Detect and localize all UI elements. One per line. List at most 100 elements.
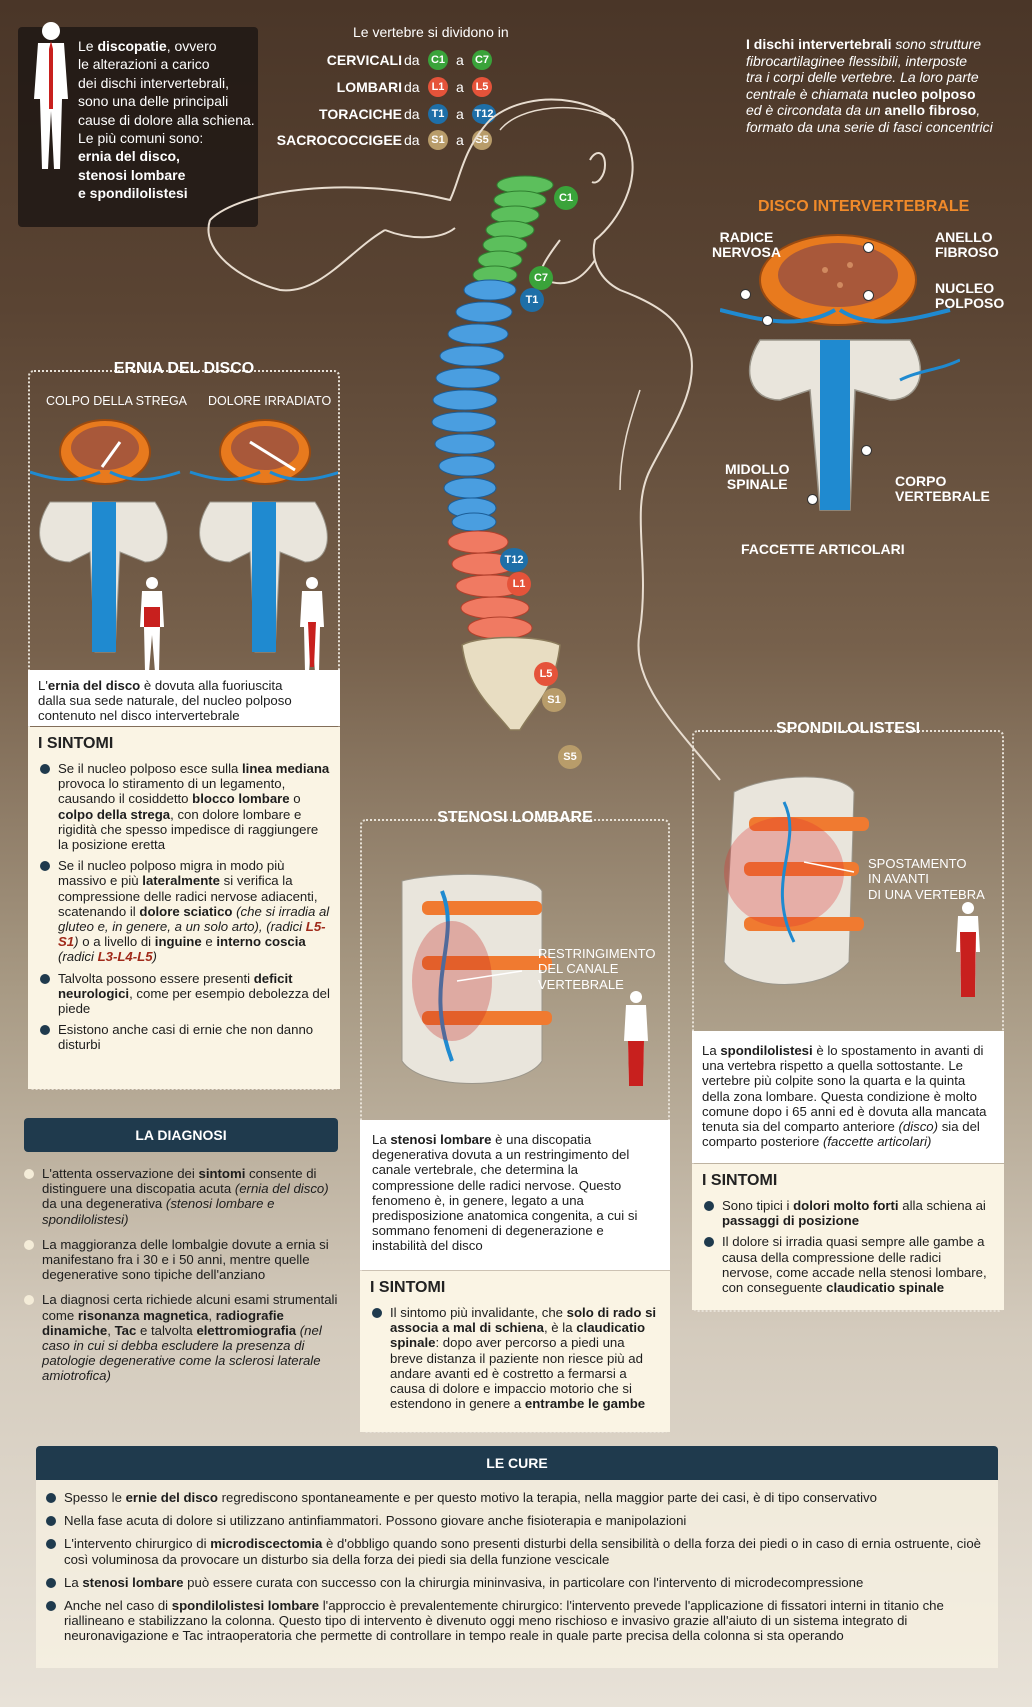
pointer-dot (863, 290, 874, 301)
fig2-label: DOLORE IRRADIATO (208, 394, 332, 408)
ernia-sintomi-list: Se il nucleo polposo esce sulla linea me… (38, 761, 330, 1053)
label-anello: ANELLO FIBROSO (935, 229, 999, 260)
body-silhouette-icon (34, 22, 68, 169)
disco-title: DISCO INTERVERTEBRALE (758, 198, 970, 215)
vertebra-group-name: SACROCOCCIGEE (276, 132, 402, 148)
pointer-dot (861, 445, 872, 456)
list-item: Spesso le ernie del disco regrediscono s… (44, 1490, 990, 1505)
list-item: Anche nel caso di spondilolistesi lombar… (44, 1598, 990, 1644)
intro-text: sono una delle principali (78, 93, 229, 110)
list-item: Esistono anche casi di ernie che non dan… (38, 1022, 330, 1052)
pointer-dot (762, 315, 773, 326)
spine-label-s1: S1 (542, 688, 566, 712)
ernia-illustration (30, 419, 338, 672)
spine-label-s5: S5 (558, 745, 582, 769)
ernia-sintomi-heading: I SINTOMI (38, 735, 114, 752)
intro-text: e spondilolistesi (78, 185, 188, 202)
stenosi-title: STENOSI LOMBARE (437, 809, 593, 826)
cure-list: Spesso le ernie del disco regrediscono s… (44, 1490, 990, 1644)
list-item: L'attenta osservazione dei sintomi conse… (22, 1166, 344, 1227)
stenosi-sintomi-heading: I SINTOMI (370, 1279, 446, 1296)
da-label: da (404, 52, 420, 68)
spine-label-t12: T12 (500, 548, 528, 572)
stenosi-sintomi-list: Il sintomo più invalidante, che solo di … (370, 1305, 660, 1411)
list-item: Nella fase acuta di dolore si utilizzano… (44, 1513, 990, 1528)
diagnosi-list: L'attenta osservazione dei sintomi conse… (22, 1166, 344, 1384)
spine-label-l1: L1 (507, 572, 531, 596)
a-label: a (456, 79, 464, 95)
label-midollo: MIDOLLO SPINALE (725, 461, 790, 492)
list-item: L'intervento chirurgico di microdiscecto… (44, 1536, 990, 1567)
cure-body: Spesso le ernie del disco regrediscono s… (36, 1480, 998, 1668)
label-nucleo: NUCLEO POLPOSO (935, 280, 1005, 311)
disc-desc-text: nucleo polposo (872, 85, 976, 102)
legend-header: Le vertebre si dividono in (353, 24, 509, 40)
stenosi-panel: STENOSI LOMBARE RESTRINGIMENTO DEL CANAL… (360, 809, 670, 1433)
vertebra-to-badge: C7 (472, 50, 492, 70)
intro-text: le alterazioni a carico (78, 56, 210, 73)
spondilo-illustration (723, 776, 980, 997)
vertebra-from-badge: L1 (428, 77, 448, 97)
list-item: La stenosi lombare può essere curata con… (44, 1575, 990, 1590)
spondilo-panel: SPONDILOLISTESI SPOSTAMENTO IN AVANTI DI… (692, 720, 1004, 1312)
pointer-dot (807, 494, 818, 505)
disc-desc-text: anello fibroso (884, 102, 977, 119)
list-item: Se il nucleo polposo esce sulla linea me… (38, 761, 330, 852)
spine-label-t1: T1 (520, 288, 544, 312)
disc-desc-text: centrale è chiamata (746, 85, 873, 102)
ernia-desc-text: è dovuta alla fuoriuscita (140, 678, 283, 693)
ernia-sintomi-box: I SINTOMI Se il nucleo polposo esce sull… (28, 727, 340, 1089)
ernia-desc-text: contenuto nel disco intervertebrale (38, 708, 240, 724)
intro-text: cause di dolore alla schiena. (78, 111, 255, 128)
spine-label-c1: C1 (554, 186, 578, 210)
list-item: Il sintomo più invalidante, che solo di … (370, 1305, 660, 1411)
ernia-desc: L'ernia del disco è dovuta alla fuoriusc… (28, 670, 340, 726)
disc-desc-text: I dischi intervertebrali (746, 36, 892, 52)
spondilo-sintomi-list: Sono tipici i dolori molto forti alla sc… (702, 1198, 994, 1295)
label-faccette: FACCETTE ARTICOLARI (741, 541, 905, 557)
a-label: a (456, 52, 464, 68)
spondilo-title: SPONDILOLISTESI (775, 720, 921, 737)
spine-illustration (207, 98, 721, 781)
vertebra-from-badge: S1 (428, 130, 448, 150)
list-item: Sono tipici i dolori molto forti alla sc… (702, 1198, 994, 1228)
spine-label-l5: L5 (534, 662, 558, 686)
intro-text: discopatie (97, 38, 167, 54)
spine-label-c7: C7 (529, 266, 553, 290)
stenosi-label: RESTRINGIMENTO DEL CANALE VERTEBRALE (538, 946, 656, 992)
label-radice: RADICE NERVOSA (712, 229, 781, 260)
ernia-title: ERNIA DEL DISCO (113, 360, 255, 377)
disc-desc-text: sono strutture (891, 36, 981, 52)
vertebra-group-name: TORACICHE (319, 106, 402, 122)
list-item: Il dolore si irradia quasi sempre alle g… (702, 1234, 994, 1295)
list-item: Talvolta possono essere presenti deficit… (38, 971, 330, 1017)
stenosi-desc: La stenosi lombare è una discopatia dege… (360, 1120, 670, 1270)
vertebra-from-badge: C1 (428, 50, 448, 70)
vertebra-from-badge: T1 (428, 104, 448, 124)
ernia-desc-text: ernia del disco (47, 678, 141, 693)
label-corpo: CORPO VERTEBRALE (895, 473, 990, 504)
vertebra-to-badge: L5 (472, 77, 492, 97)
pointer-dot (863, 242, 874, 253)
spondilo-label: SPOSTAMENTO IN AVANTI DI UNA VERTEBRA (868, 856, 985, 902)
list-item: La maggioranza delle lombalgie dovute a … (22, 1237, 344, 1283)
da-label: da (404, 132, 420, 148)
spondilo-desc: La spondilolistesi è lo spostamento in a… (692, 1031, 1004, 1163)
disc-desc-text: formato da una serie di fasci concentric… (746, 118, 993, 135)
disc-desc-text: tra i corpi delle vertebre. La loro part… (746, 69, 979, 86)
stenosi-sintomi-box: I SINTOMI Il sintomo più invalidante, ch… (360, 1271, 670, 1432)
disc-desc-text: fibrocartilaginee flessibili, interposte (746, 52, 967, 69)
list-item: La diagnosi certa richiede alcuni esami … (22, 1292, 344, 1383)
spondilo-sintomi-box: I SINTOMI Sono tipici i dolori molto for… (692, 1164, 1004, 1310)
ernia-desc-text: dalla sua sede naturale, del nucleo polp… (38, 693, 292, 709)
intro-text: ernia del disco, (78, 148, 180, 165)
intro-text: stenosi lombare (78, 166, 186, 183)
pointer-dot (740, 289, 751, 300)
ernia-desc-text: L' (38, 678, 48, 693)
stenosi-illustration (401, 873, 648, 1086)
vertebra-group-name: CERVICALI (326, 52, 402, 68)
